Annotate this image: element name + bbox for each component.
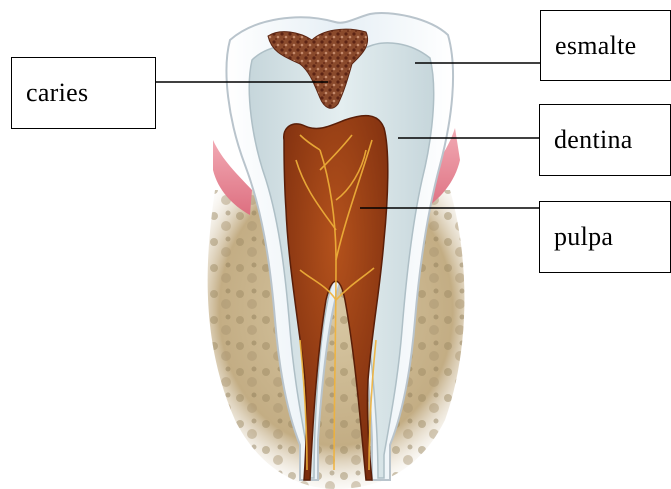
label-pulpa: pulpa [539,201,671,273]
label-esmalte: esmalte [540,10,671,81]
label-caries: caries [11,57,156,129]
label-dentina: dentina [539,104,671,176]
